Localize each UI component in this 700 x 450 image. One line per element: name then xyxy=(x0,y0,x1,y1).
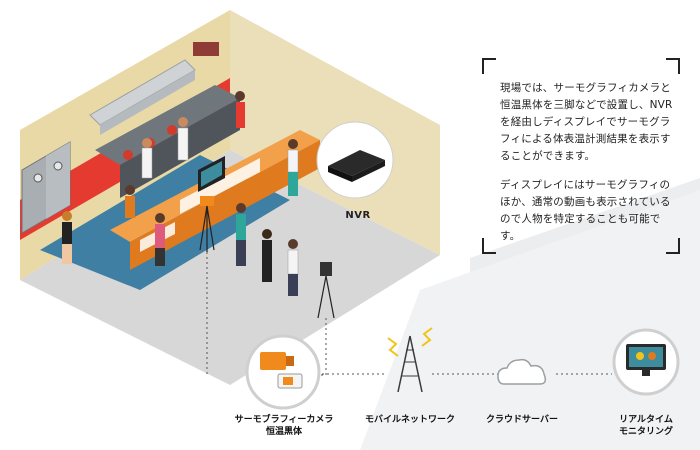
antenna-tower-icon xyxy=(387,327,433,393)
blackbody-device xyxy=(320,262,332,276)
chef-figure-2 xyxy=(177,117,189,161)
monitor-person xyxy=(636,352,644,360)
tripod-camera xyxy=(200,196,214,206)
floor xyxy=(20,150,440,385)
network-label: モバイルネットワーク xyxy=(364,415,455,425)
cloud-label: クラウドサーバー xyxy=(486,415,558,425)
camera-label-line2: 恒温黒体 xyxy=(265,427,302,437)
kitchen-stove-top xyxy=(95,85,240,165)
nvr-device-front xyxy=(328,166,352,182)
tripod-leg-2 xyxy=(206,205,215,251)
bracket-top-right xyxy=(666,58,680,74)
bracket-bottom-right xyxy=(666,238,680,254)
nvr-label: NVR xyxy=(345,210,371,221)
burner xyxy=(123,150,133,160)
connector-line-2 xyxy=(300,318,327,376)
camera-label-line1: サーモブラフィーカメラ xyxy=(234,415,334,425)
nvr-device-side xyxy=(352,160,385,182)
customer-figure-5 xyxy=(287,139,299,196)
customer-figure-3 xyxy=(262,229,272,282)
waitress-figure xyxy=(62,211,72,264)
background-band-light xyxy=(360,190,700,450)
staff-figure-2 xyxy=(125,185,135,218)
burner-3 xyxy=(167,125,177,135)
camera-label: サーモブラフィーカメラ 恒温黒体 xyxy=(228,414,340,438)
blackbody-tripod-leg-2 xyxy=(325,275,335,319)
nvr-device-top xyxy=(328,150,385,176)
monitor-screen xyxy=(629,347,663,367)
thermal-camera-lens xyxy=(286,356,294,366)
customer-figure xyxy=(155,213,165,266)
chef-figure xyxy=(141,138,153,179)
thermal-camera-icon xyxy=(260,352,286,370)
kitchen-hood-front xyxy=(100,70,195,135)
blackbody-icon-face xyxy=(283,377,293,385)
kitchen-door-right xyxy=(46,142,70,219)
cloud-icon xyxy=(497,358,547,385)
counter-front xyxy=(130,140,320,270)
monitor-person-2 xyxy=(648,352,656,360)
monitor-label: リアルタイム モニタリング xyxy=(606,414,686,438)
staff-figure xyxy=(235,91,245,128)
bracket-bottom-left xyxy=(482,238,496,254)
door-window-2 xyxy=(53,161,63,171)
camera-circle xyxy=(245,334,321,410)
tripod-leg xyxy=(199,205,208,251)
monitor-label-line2: モニタリング xyxy=(618,427,673,437)
monitor-label-line1: リアルタイム xyxy=(619,415,673,425)
wall-vent xyxy=(193,42,219,56)
monitor-stand xyxy=(642,370,650,376)
display-screen xyxy=(201,161,222,187)
customer-figure-4 xyxy=(287,239,299,296)
door-window xyxy=(33,173,43,183)
description-paragraph-1: 現場では、サーモグラフィカメラと恒温黒体を三脚などで設置し、NVRを経由しディス… xyxy=(500,82,673,162)
bracket-top-left xyxy=(482,58,496,74)
blackbody-tripod-leg xyxy=(317,275,327,319)
description-paragraph-2: ディスプレイにはサーモグラフィのほか、通常の動画も表示されているので人物を特定す… xyxy=(500,179,671,242)
customer-figure-2 xyxy=(236,203,246,266)
description-text: 現場では、サーモグラフィカメラと恒温黒体を三脚などで設置し、NVRを経由しディス… xyxy=(500,80,678,257)
